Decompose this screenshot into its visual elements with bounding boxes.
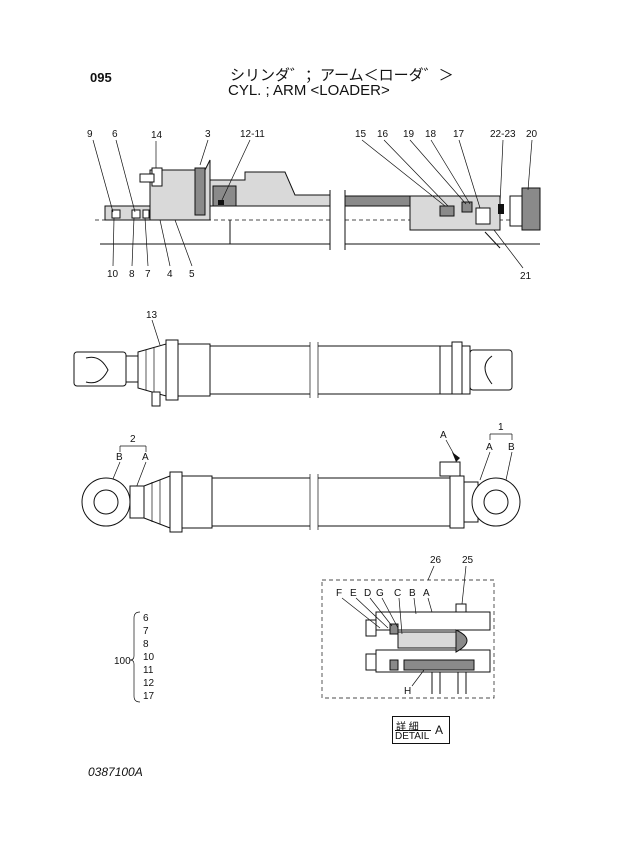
detail-a-view (321, 565, 495, 699)
label-25: 25 (462, 555, 474, 566)
detail-label-a: A (423, 588, 430, 599)
kit-item-10: 10 (143, 652, 155, 663)
label-19: 19 (403, 129, 415, 140)
kit-item-8: 8 (143, 639, 149, 650)
page-number: 095 (90, 70, 112, 85)
label-13: 13 (146, 310, 158, 321)
label-9: 9 (87, 129, 93, 140)
cylinder-section-view (92, 139, 541, 269)
label-1-b: B (508, 442, 515, 453)
detail-label-b: B (409, 588, 416, 599)
detail-caption-letter: A (435, 723, 444, 737)
detail-label-g: G (376, 588, 384, 599)
label-14: 14 (151, 130, 163, 141)
label-17: 17 (453, 129, 465, 140)
label-6: 6 (112, 129, 118, 140)
detail-label-h: H (404, 686, 411, 697)
label-2-a: A (142, 452, 149, 463)
kit-item-11: 11 (143, 665, 154, 676)
label-26: 26 (430, 555, 442, 566)
label-1-a: A (486, 442, 493, 453)
detail-caption-box: 詳 細 DETAIL A (392, 716, 450, 744)
label-5: 5 (189, 269, 195, 280)
label-4: 4 (167, 269, 173, 280)
detail-label-d: D (364, 588, 371, 599)
kit-100-brace (129, 611, 141, 703)
title-japanese: シリンダ゛；アーム＜ローダ゛＞ (230, 67, 454, 84)
label-2-b: B (116, 452, 123, 463)
label-7: 7 (145, 269, 151, 280)
label-2: 2 (130, 434, 136, 445)
label-3: 3 (205, 129, 211, 140)
label-20: 20 (526, 129, 538, 140)
detail-caption-en: DETAIL (395, 730, 431, 742)
kit-number: 100 (114, 656, 131, 667)
kit-item-12: 12 (143, 678, 155, 689)
label-22-23: 22-23 (490, 129, 516, 140)
title-english: CYL. ; ARM <LOADER> (228, 82, 390, 99)
detail-caption-jp: 詳 細 (396, 722, 419, 733)
label-15: 15 (355, 129, 367, 140)
document-id: 0387100A (88, 765, 143, 779)
cylinder-top-view (73, 319, 513, 407)
label-detail-pointer: A (440, 430, 447, 441)
label-21: 21 (520, 271, 532, 282)
label-18: 18 (425, 129, 437, 140)
kit-item-6: 6 (143, 613, 149, 624)
kit-item-17: 17 (143, 691, 155, 702)
detail-label-f: F (336, 588, 342, 599)
label-1: 1 (498, 422, 504, 433)
label-10: 10 (107, 269, 119, 280)
label-12-11: 12-11 (240, 129, 265, 140)
detail-label-e: E (350, 588, 357, 599)
label-16: 16 (377, 129, 389, 140)
detail-label-c: C (394, 588, 401, 599)
label-8: 8 (129, 269, 135, 280)
cylinder-side-view (81, 433, 521, 533)
kit-item-7: 7 (143, 626, 149, 637)
